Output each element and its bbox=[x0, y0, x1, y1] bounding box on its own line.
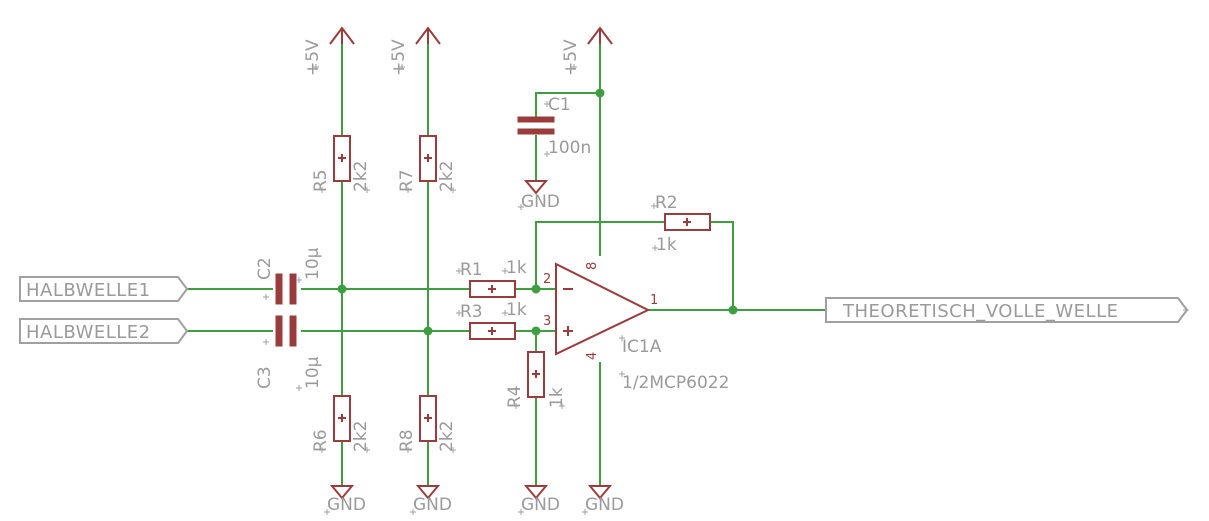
port-halbwelle2[interactable]: HALBWELLE2 bbox=[19, 318, 189, 344]
origin-crosses bbox=[263, 64, 1189, 515]
junction-dot bbox=[531, 284, 541, 294]
resistor-r7: R7 2k2 bbox=[397, 135, 457, 192]
gnd-label: GND bbox=[585, 495, 624, 515]
r8-name: R8 bbox=[397, 429, 417, 452]
c3-name: C3 bbox=[255, 366, 275, 389]
r2-value: 1k bbox=[656, 235, 677, 255]
junction-dot bbox=[423, 326, 433, 336]
gnd-symbol: GND bbox=[585, 485, 624, 515]
vcc-symbol: +5V bbox=[389, 26, 441, 76]
port-theoretisch-volle-welle[interactable]: THEORETISCH_VOLLE_WELLE bbox=[825, 297, 1189, 323]
vcc-label: +5V bbox=[303, 39, 323, 76]
resistor-r5: R5 2k2 bbox=[311, 135, 371, 192]
r5-name: R5 bbox=[311, 169, 331, 192]
junction-dot bbox=[337, 284, 347, 294]
resistor-r8: R8 2k2 bbox=[397, 395, 457, 452]
r3-value: 1k bbox=[506, 300, 527, 320]
gnd-symbol: GND bbox=[521, 485, 560, 515]
c2-name: C2 bbox=[255, 257, 275, 280]
ic1-value: 1/2MCP6022 bbox=[622, 373, 729, 393]
pin-8-label: 8 bbox=[585, 262, 600, 270]
c2-value: 10µ bbox=[303, 247, 323, 280]
junction-dot bbox=[531, 326, 541, 336]
capacitor-c1: C1 100n bbox=[517, 95, 591, 158]
gnd-symbol: GND bbox=[521, 180, 560, 212]
gnd-label: GND bbox=[521, 495, 560, 515]
junctions bbox=[337, 88, 738, 336]
pin-1-label: 1 bbox=[650, 293, 658, 308]
resistor-r2: R2 1k bbox=[655, 193, 711, 255]
pin-3-label: 3 bbox=[543, 314, 551, 329]
junction-dot bbox=[728, 305, 738, 315]
resistor-r4: R4 1k bbox=[505, 351, 567, 408]
r5-value: 2k2 bbox=[351, 161, 371, 192]
r6-value: 2k2 bbox=[351, 421, 371, 452]
resistor-r3: R3 1k bbox=[460, 300, 527, 340]
resistor-r6: R6 2k2 bbox=[311, 395, 371, 452]
capacitor-c3: C3 10µ bbox=[255, 315, 323, 389]
c3-value: 10µ bbox=[303, 356, 323, 389]
r4-name: R4 bbox=[505, 385, 525, 408]
vcc-symbol: +5V bbox=[303, 26, 355, 76]
vcc-symbol: +5V bbox=[561, 26, 613, 76]
vcc-label: +5V bbox=[389, 39, 409, 76]
gnd-label: GND bbox=[521, 192, 560, 212]
port-in1-label: HALBWELLE1 bbox=[26, 280, 151, 301]
junction-dot bbox=[595, 88, 605, 98]
r2-name: R2 bbox=[655, 193, 678, 213]
gnd-label: GND bbox=[327, 495, 366, 515]
opamp-ic1a: 2 3 1 8 4 IC1A 1/2MCP6022 bbox=[543, 262, 729, 393]
gnd-label: GND bbox=[413, 495, 452, 515]
resistor-r1: R1 1k bbox=[460, 258, 527, 298]
r4-value: 1k bbox=[547, 387, 567, 408]
ic1-name: IC1A bbox=[622, 337, 662, 357]
r7-name: R7 bbox=[397, 169, 417, 192]
r3-name: R3 bbox=[460, 302, 483, 322]
vcc-label: +5V bbox=[561, 39, 581, 76]
port-halbwelle1[interactable]: HALBWELLE1 bbox=[19, 276, 189, 302]
c1-value: 100n bbox=[548, 138, 591, 158]
capacitor-c2: C2 10µ bbox=[255, 247, 323, 305]
r8-value: 2k2 bbox=[437, 421, 457, 452]
r6-name: R6 bbox=[311, 429, 331, 452]
pin-2-label: 2 bbox=[543, 272, 551, 287]
port-out-label: THEORETISCH_VOLLE_WELLE bbox=[842, 301, 1118, 322]
pin-4-label: 4 bbox=[585, 352, 600, 360]
c1-name: C1 bbox=[548, 95, 571, 115]
port-in2-label: HALBWELLE2 bbox=[26, 322, 151, 343]
gnd-symbol: GND bbox=[413, 485, 452, 515]
r7-value: 2k2 bbox=[437, 161, 457, 192]
r1-name: R1 bbox=[460, 260, 483, 280]
gnd-symbol: GND bbox=[327, 485, 366, 515]
r1-value: 1k bbox=[506, 258, 527, 278]
